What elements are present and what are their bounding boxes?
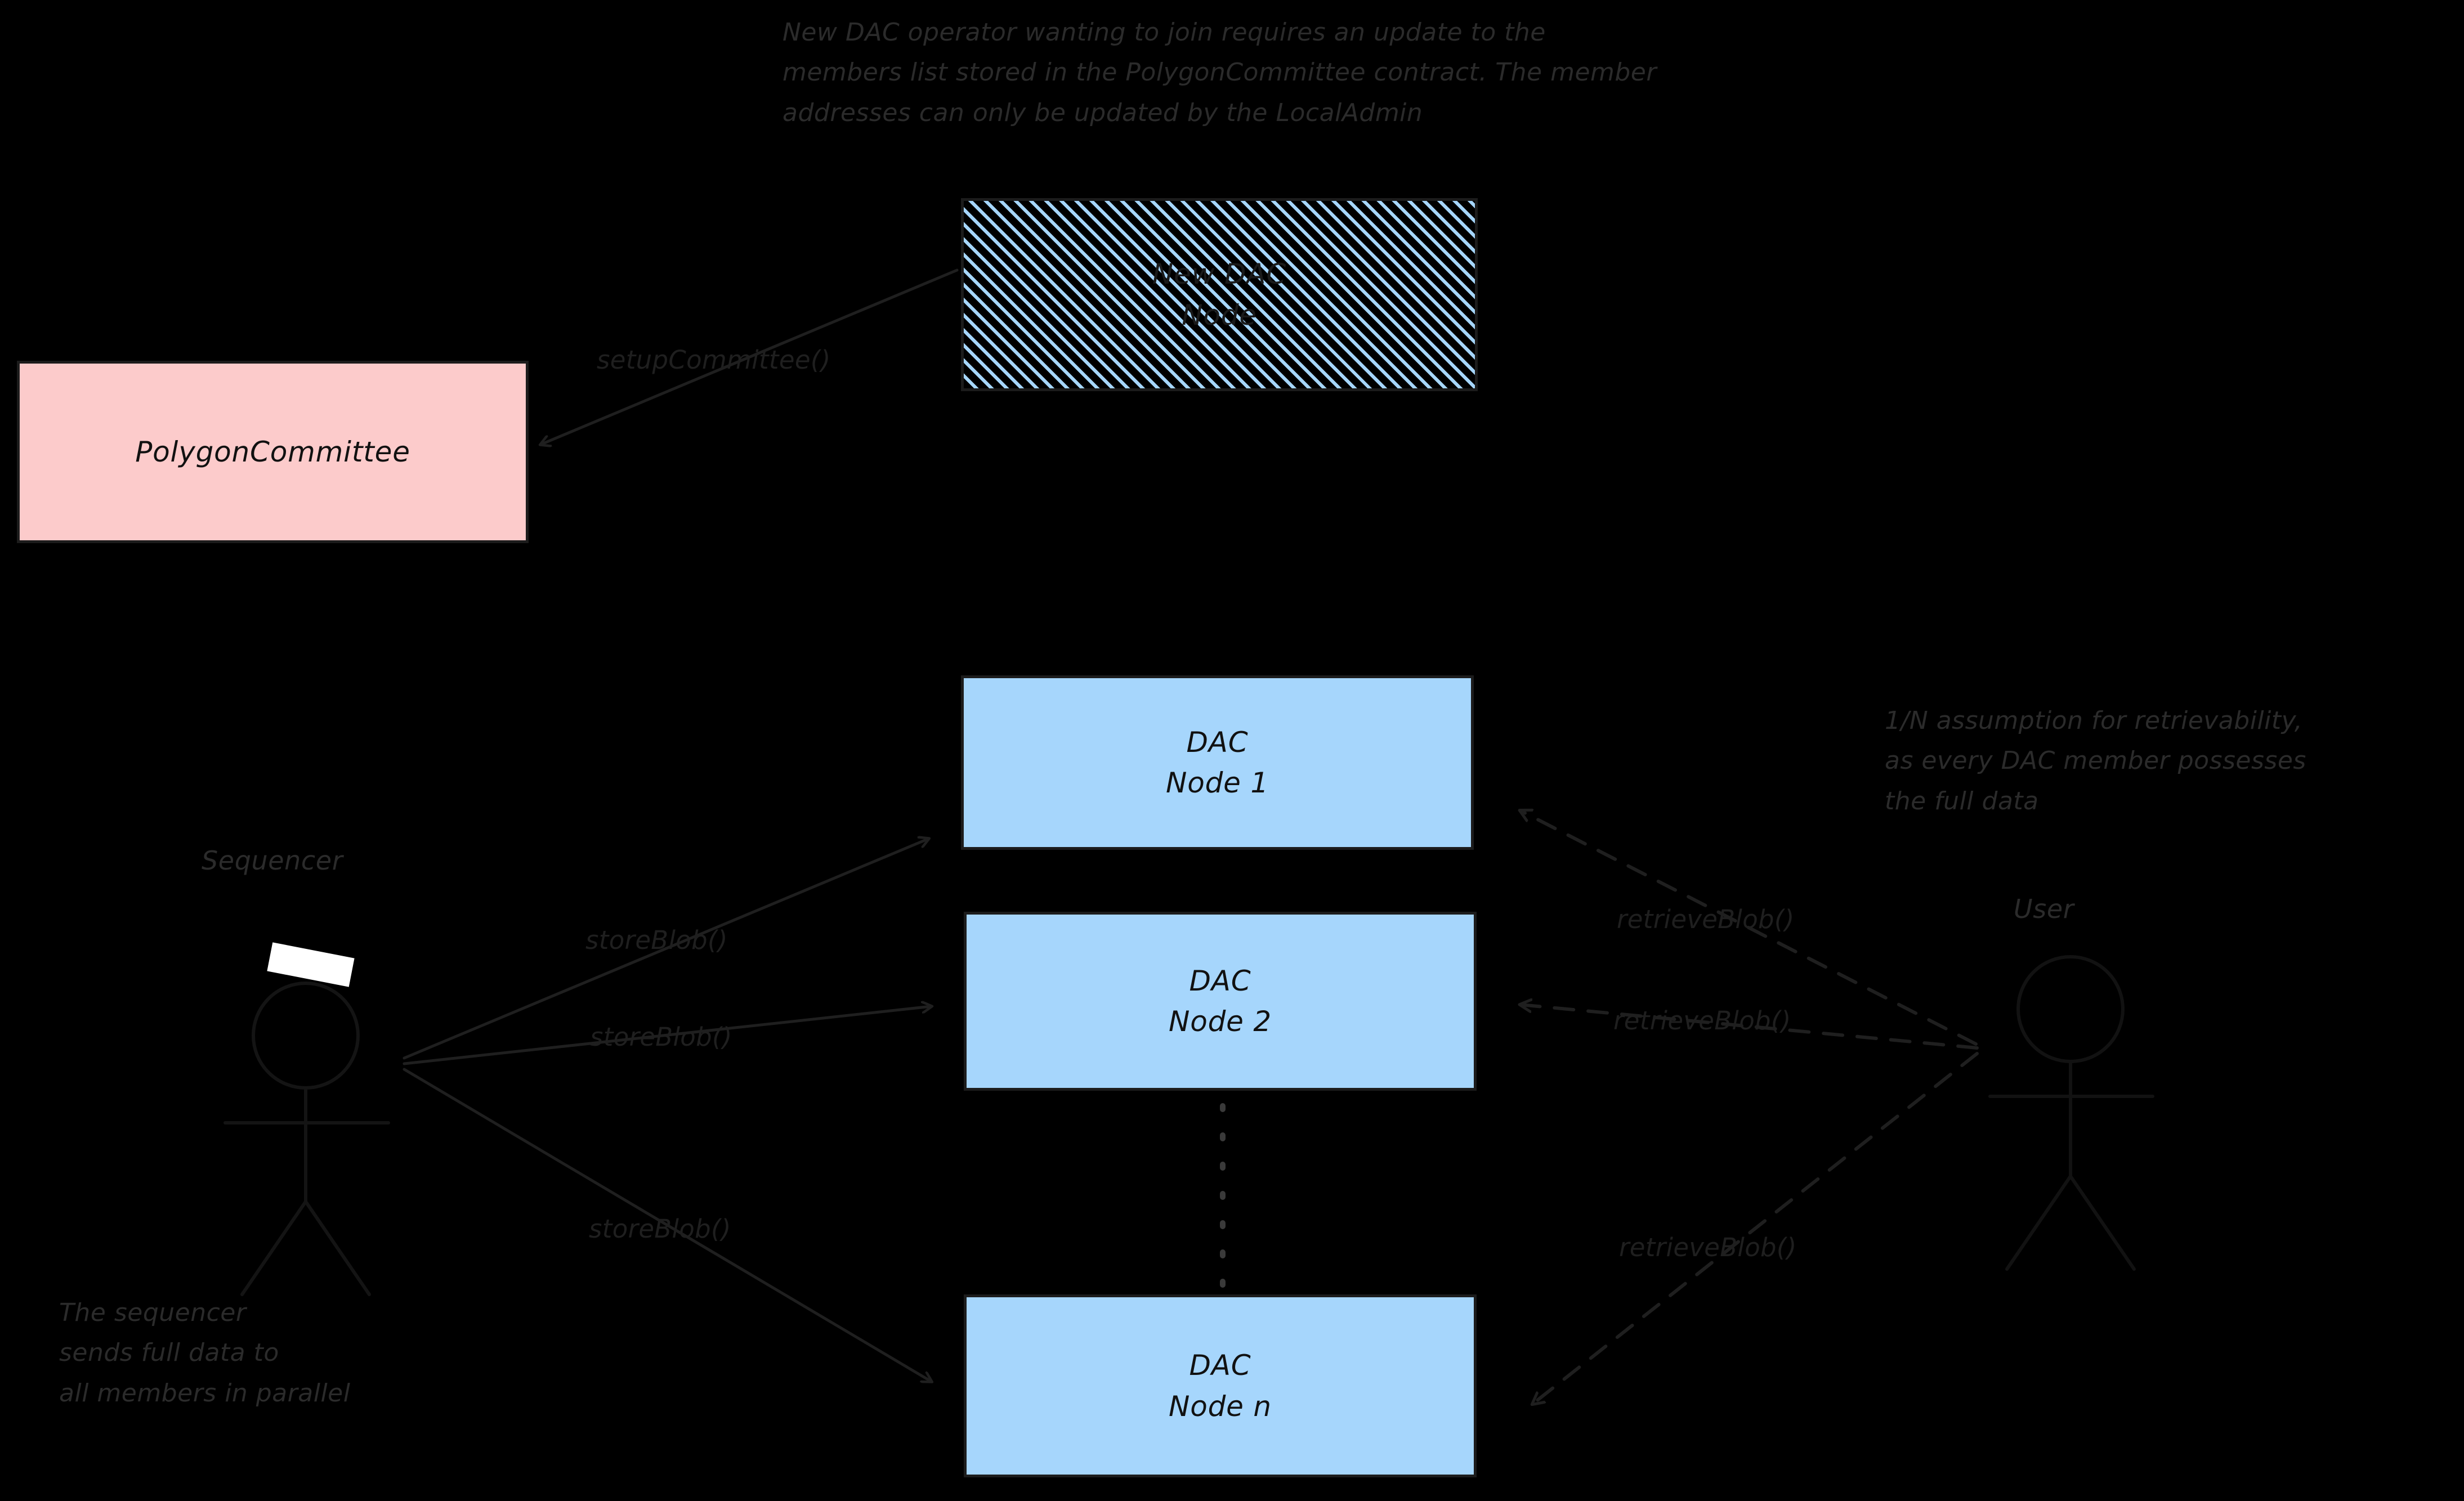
edge-store-blob-noden: [403, 1068, 932, 1382]
box-dac-node-n[interactable]: DAC Node n: [964, 1294, 1477, 1477]
edge-retrieve-blob-noden: [1532, 1052, 1979, 1404]
box-new-dac-node-label: New DAC Node: [1152, 258, 1287, 331]
box-new-dac-node[interactable]: New DAC Node: [961, 198, 1478, 391]
box-polygon-committee-label: PolygonCommittee: [135, 435, 410, 468]
box-dac-node-n-label: DAC Node n: [1169, 1349, 1272, 1423]
edge-label-retrieve-blob-noden: retrieveBlob(): [1619, 1233, 1797, 1262]
edge-label-retrieve-blob-node1: retrieveBlob(): [1617, 904, 1795, 934]
edge-label-store-blob-noden: storeBlob(): [589, 1214, 731, 1244]
box-dac-node-2[interactable]: DAC Node 2: [964, 912, 1477, 1091]
sequencer-figure-icon: [223, 982, 390, 1296]
box-dac-node-1[interactable]: DAC Node 1: [961, 675, 1474, 850]
edge-store-blob-node1: [403, 839, 929, 1060]
note-bottom-left: The sequencer sends full data to all mem…: [59, 1298, 351, 1408]
user-figure-icon: [1988, 955, 2154, 1271]
box-dac-node-2-label: DAC Node 2: [1169, 964, 1272, 1038]
edge-label-store-blob-node1: storeBlob(): [585, 925, 728, 955]
edge-setup-committee: [540, 268, 959, 445]
box-dac-node-1-label: DAC Node 1: [1166, 725, 1269, 800]
note-right: 1/N assumption for retrievability, as ev…: [1885, 706, 2306, 816]
actor-label-user: User: [2014, 894, 2074, 924]
note-top: New DAC operator wanting to join require…: [782, 18, 1657, 127]
edge-retrieve-blob-node2: [1520, 1005, 1979, 1050]
actor-label-sequencer: Sequencer: [202, 845, 343, 876]
edge-store-blob-node2: [403, 1006, 932, 1065]
edge-retrieve-blob-node1: [1520, 810, 1978, 1046]
edge-label-store-blob-node2: storeBlob(): [590, 1022, 732, 1052]
edge-label-retrieve-blob-node2: retrieveBlob(): [1613, 1006, 1791, 1036]
box-polygon-committee[interactable]: PolygonCommittee: [17, 361, 529, 543]
edge-label-setup-committee: setupCommittee(): [597, 345, 831, 375]
